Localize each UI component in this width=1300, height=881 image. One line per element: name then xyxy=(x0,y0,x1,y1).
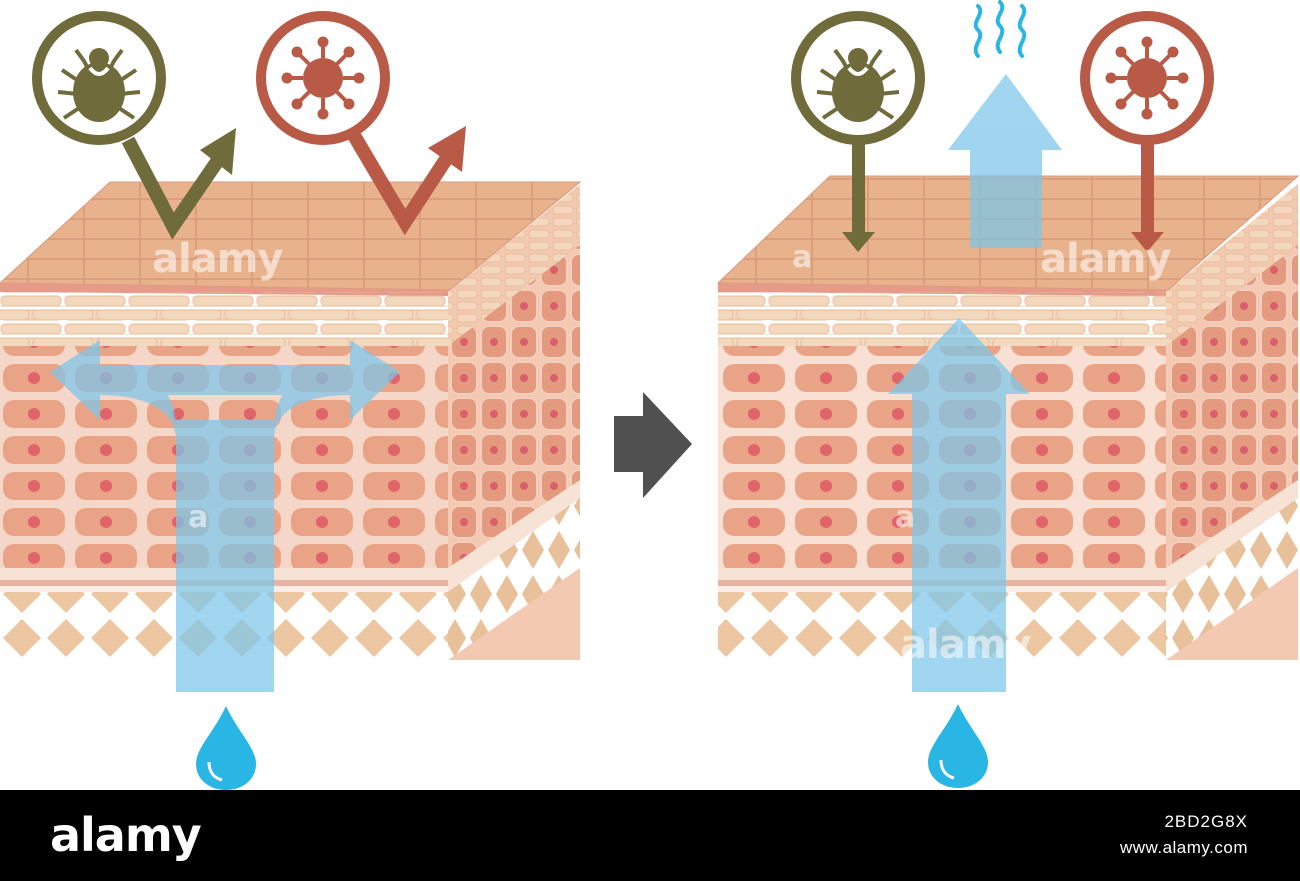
watermark: a xyxy=(188,500,208,535)
watermark: a xyxy=(895,500,915,535)
right-water-retention-arrow xyxy=(888,318,1030,692)
left-skin-surface xyxy=(0,181,582,291)
mite-icon xyxy=(57,48,141,122)
footer-bar: alamy 2BD2G8X www.alamy.com xyxy=(0,790,1300,881)
right-evaporation-arrow xyxy=(948,74,1062,248)
site-url: www.alamy.com xyxy=(1119,838,1248,857)
watermark: alamy xyxy=(152,236,283,282)
mite-icon xyxy=(816,48,900,122)
right-mite-pin xyxy=(791,11,925,252)
virus-icon xyxy=(281,36,365,120)
left-virus-pin xyxy=(256,11,466,236)
heat-waves-icon xyxy=(973,0,1027,58)
left-skin-block xyxy=(0,181,582,660)
watermark: alamy xyxy=(900,622,1031,668)
watermark: a xyxy=(792,240,812,275)
right-water-drop-icon xyxy=(928,704,988,788)
left-mite-pin xyxy=(32,11,236,240)
transition-arrow-icon xyxy=(614,392,692,498)
left-water-escape-arrow xyxy=(50,340,400,692)
left-water-drop-icon xyxy=(196,706,256,790)
brand-logo: alamy xyxy=(50,808,202,862)
right-virus-pin xyxy=(1080,11,1214,252)
skin-barrier-diagram xyxy=(0,0,1300,790)
virus-icon xyxy=(1105,36,1189,120)
watermark: alamy xyxy=(1040,236,1171,282)
image-id: 2BD2G8X xyxy=(1164,812,1248,831)
